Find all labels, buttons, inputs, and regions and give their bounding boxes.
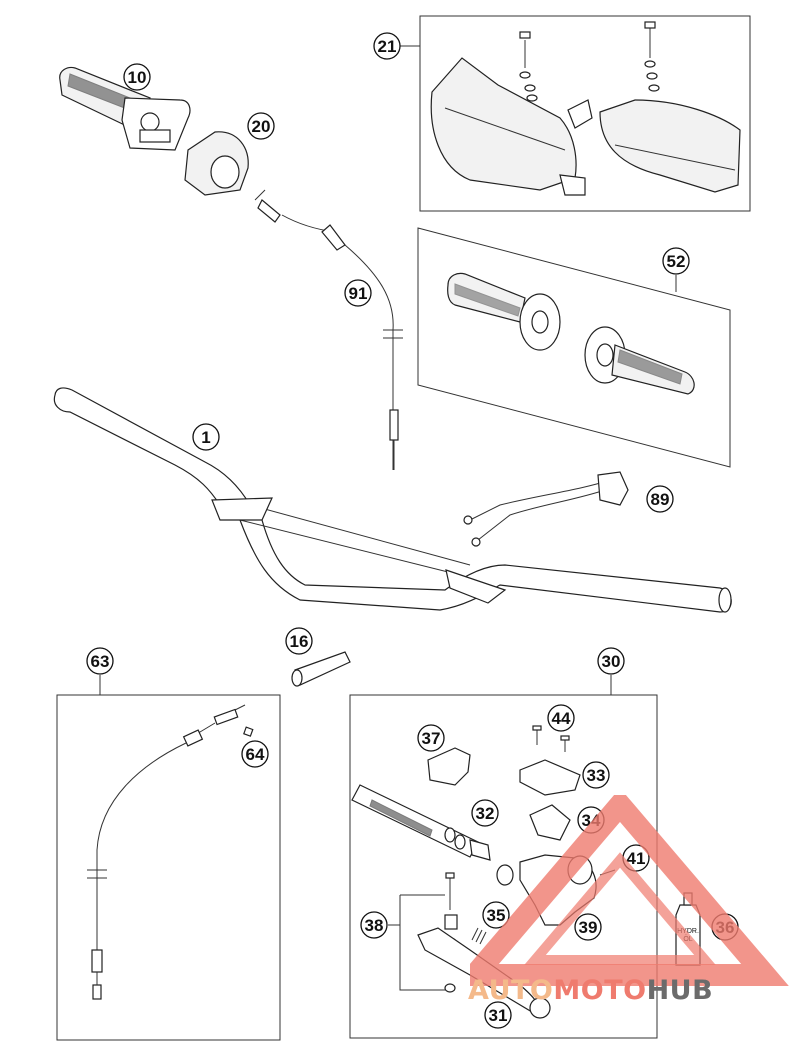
callout-32: 32 (471, 799, 499, 827)
callout-37: 37 (417, 724, 445, 752)
svg-text:89: 89 (651, 490, 670, 509)
callout-20: 20 (247, 112, 275, 140)
svg-text:34: 34 (582, 811, 601, 830)
callout-33: 33 (582, 761, 610, 789)
svg-text:64: 64 (246, 745, 265, 764)
callout-1: 1 (192, 423, 220, 451)
callout-16: 16 (285, 627, 313, 655)
watermark-part3: HUB (646, 975, 714, 1006)
svg-text:21: 21 (378, 37, 397, 56)
throttle-housing (184, 131, 249, 196)
leader-lines (99, 45, 677, 926)
svg-text:33: 33 (587, 766, 606, 785)
throttle-grip (59, 66, 191, 151)
svg-text:10: 10 (128, 68, 147, 87)
svg-text:91: 91 (349, 284, 368, 303)
callout-10: 10 (123, 63, 151, 91)
throttle-cable-63 (87, 704, 254, 1000)
callout-91: 91 (344, 279, 372, 307)
callout-39: 39 (574, 913, 602, 941)
callout-34: 34 (577, 806, 605, 834)
svg-text:16: 16 (290, 632, 309, 651)
svg-text:30: 30 (602, 652, 621, 671)
callout-21: 21 (373, 32, 401, 60)
svg-text:63: 63 (91, 652, 110, 671)
svg-text:44: 44 (552, 709, 571, 728)
svg-text:20: 20 (252, 117, 271, 136)
callout-35: 35 (482, 901, 510, 929)
callout-89: 89 (646, 485, 674, 513)
callout-41: 41 (622, 844, 650, 872)
callout-63: 63 (86, 647, 114, 675)
callouts: 1 10 16 20 21 30 31 32 33 34 35 36 37 38… (86, 32, 739, 1029)
svg-text:31: 31 (489, 1006, 508, 1025)
svg-text:36: 36 (716, 918, 735, 937)
svg-text:32: 32 (476, 804, 495, 823)
kill-switch (463, 471, 629, 547)
box-handguards (419, 15, 751, 212)
callout-44: 44 (547, 704, 575, 732)
callout-30: 30 (597, 647, 625, 675)
svg-text:38: 38 (365, 916, 384, 935)
callout-36: 36 (711, 913, 739, 941)
oil-bottle-label: HYDR. ÖL (675, 928, 701, 944)
svg-text:1: 1 (201, 428, 210, 447)
svg-text:39: 39 (579, 918, 598, 937)
grips-set (447, 272, 695, 395)
throttle-cable-91 (254, 189, 403, 470)
watermark-text: AUTOMOTOHUB (468, 975, 713, 1006)
svg-text:35: 35 (487, 906, 506, 925)
svg-text:41: 41 (627, 849, 646, 868)
box-grips (417, 227, 731, 468)
callout-38: 38 (360, 911, 388, 939)
handguards (430, 21, 741, 196)
watermark-part1: AUTO (468, 975, 554, 1006)
watermark-part2: MOTO (553, 975, 647, 1006)
box-throttle-cable (56, 694, 281, 1041)
handlebar (53, 387, 732, 613)
oil-label-line1: HYDR. (677, 928, 699, 935)
callout-64: 64 (241, 740, 269, 768)
oil-label-line2: ÖL (683, 936, 693, 943)
cable-cap (291, 651, 351, 687)
svg-text:37: 37 (422, 729, 441, 748)
svg-text:52: 52 (667, 252, 686, 271)
callout-52: 52 (662, 247, 690, 275)
callout-31: 31 (484, 1001, 512, 1029)
